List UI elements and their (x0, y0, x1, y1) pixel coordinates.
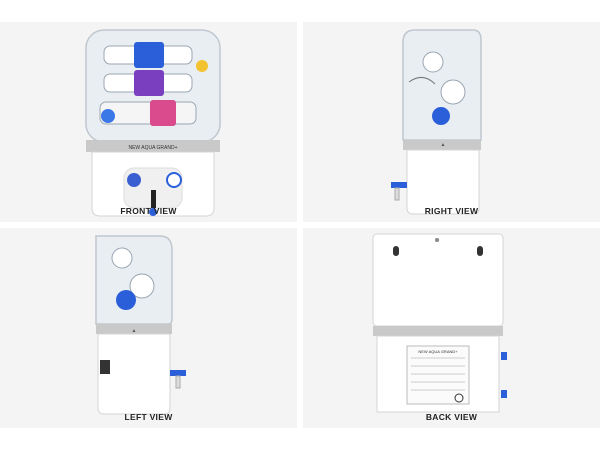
left-view-panel: ▲ LEFT VIEW (0, 228, 297, 428)
front-view-caption: FRONT VIEW (120, 206, 177, 216)
right-view-image: ▲ (391, 29, 482, 215)
right-view-panel: ▲ RIGHT VIEW (303, 22, 600, 222)
back-view-panel: NEW AQUA GRAND+ BACK VIEW (303, 228, 600, 428)
front-brand-label: NEW AQUA GRAND+ (128, 145, 177, 151)
back-view-caption: BACK VIEW (425, 412, 478, 422)
left-view-caption: LEFT VIEW (124, 412, 173, 422)
svg-text:▲: ▲ (132, 328, 137, 334)
svg-text:▲: ▲ (441, 142, 446, 148)
product-views-grid: NEW AQUA GRAND+ FRONT VIEW ▲ RIGHT VIEW (0, 22, 600, 428)
back-label-brand: NEW AQUA GRAND+ (418, 349, 458, 354)
front-view-image: NEW AQUA GRAND+ (85, 29, 221, 217)
left-view-image: ▲ (95, 235, 186, 415)
back-view-image: NEW AQUA GRAND+ (372, 233, 507, 413)
right-view-caption: RIGHT VIEW (424, 206, 479, 216)
front-view-panel: NEW AQUA GRAND+ FRONT VIEW (0, 22, 297, 222)
